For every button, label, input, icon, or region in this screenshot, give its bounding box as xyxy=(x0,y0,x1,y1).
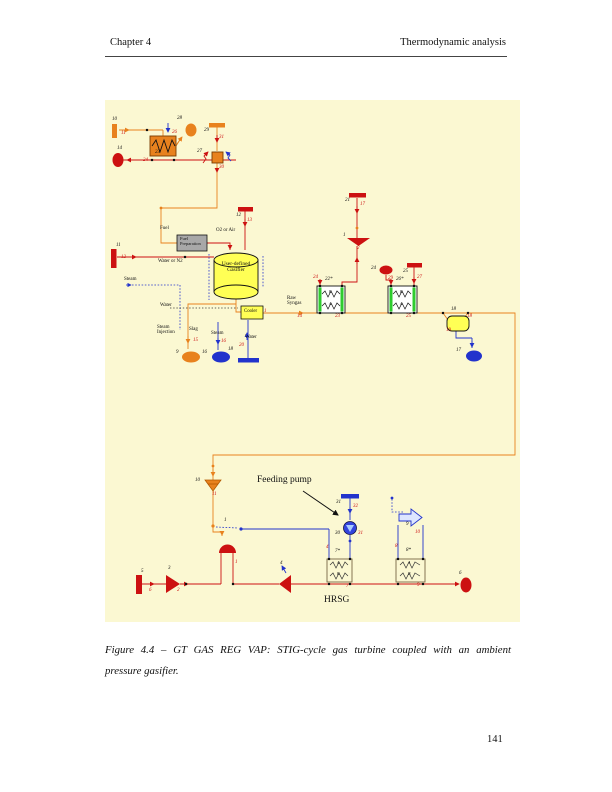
source-bar-10 xyxy=(112,124,117,138)
air-block-arrow-9 xyxy=(398,508,423,527)
heat-exchanger-22 xyxy=(316,285,346,314)
water-source-bar-31 xyxy=(341,494,359,499)
port-dots xyxy=(145,128,470,586)
caption-line-2: pressure gasifier. xyxy=(105,665,179,677)
separator-drum-18 xyxy=(442,312,470,332)
dashed-steam-lines xyxy=(126,254,404,529)
blue-pipes xyxy=(165,123,475,574)
source-bar-11 xyxy=(111,249,117,268)
source-bar-25 xyxy=(407,263,422,268)
hrsg-exchanger-8 xyxy=(395,558,426,583)
cooler-box xyxy=(240,305,264,320)
sink-oval-28 xyxy=(185,123,197,137)
header-section: Thermodynamic analysis xyxy=(400,37,506,48)
figure-panel xyxy=(105,100,520,622)
feed-funnel-10 xyxy=(204,479,222,492)
compressor-icon xyxy=(166,575,180,593)
slag-sink-oval-9 xyxy=(182,351,200,363)
orange-junction-dots xyxy=(159,206,359,528)
injector-valve xyxy=(347,238,370,246)
fuel-preparation-box xyxy=(176,234,208,252)
mixer-27 xyxy=(211,151,224,164)
source-bar-12 xyxy=(238,207,253,212)
caption-line-1: Figure 4.4 – GT GAS REG VAP: STIG-cycle … xyxy=(105,644,511,656)
heat-exchanger-26 xyxy=(387,285,418,314)
sink-oval-14 xyxy=(112,153,124,167)
blue-junction-dots xyxy=(239,496,394,543)
water-source-bar-18 xyxy=(238,358,259,363)
sink-oval-24 xyxy=(379,265,393,275)
source-bar-29 xyxy=(209,123,225,128)
red-pipes xyxy=(117,135,460,587)
feeding-pump-annotation-arrow xyxy=(302,490,339,516)
figure-caption: Figure 4.4 – GT GAS REG VAP: STIG-cycle … xyxy=(105,640,511,682)
header-rule xyxy=(105,56,507,57)
feeding-pump-icon xyxy=(343,521,357,535)
heat-exchanger-23 xyxy=(149,135,177,157)
combustor-icon xyxy=(219,544,236,553)
gasifier-icon xyxy=(213,252,259,300)
header-chapter: Chapter 4 xyxy=(110,37,152,48)
exhaust-sink-oval-6 xyxy=(460,577,472,593)
hrsg-exchanger-7 xyxy=(326,558,353,583)
page-number: 141 xyxy=(487,734,503,745)
air-inlet-bar-5 xyxy=(136,575,142,594)
turbine-icon xyxy=(279,575,291,593)
condensate-sink-oval-17 xyxy=(466,350,482,362)
orange-pipes xyxy=(119,127,516,536)
steam-sink-oval-16 xyxy=(212,351,230,363)
source-bar-21 xyxy=(349,193,366,198)
